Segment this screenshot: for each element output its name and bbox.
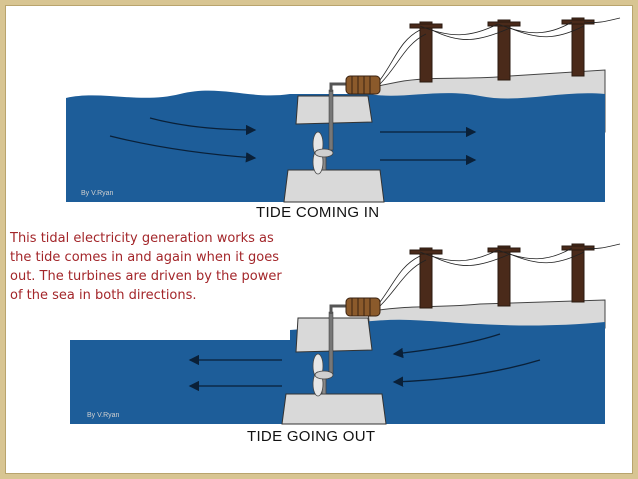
- bottom-poles: [409, 243, 595, 309]
- top-generator: [345, 75, 381, 95]
- bottom-shaft: [328, 311, 334, 375]
- description-line: the tide comes in and again when it goes: [10, 250, 280, 265]
- bottom-turbine: [312, 353, 334, 397]
- credit-bottom: By V.Ryan: [87, 412, 120, 419]
- top-flow-arrows: [109, 117, 477, 166]
- bottom-wires: [379, 243, 621, 307]
- top-sea: [66, 90, 605, 202]
- arrow: [149, 117, 257, 136]
- bottom-dam-upper: [295, 317, 373, 353]
- caption-tide-coming-in: TIDE COMING IN: [256, 204, 380, 221]
- top-dam-lower: [283, 169, 385, 203]
- bottom-flow-arrows: [188, 333, 541, 392]
- credit-top: By V.Ryan: [81, 190, 114, 197]
- top-shaft: [328, 89, 334, 151]
- description: This tidal electricity generation works …: [10, 229, 340, 305]
- description-line: out. The turbines are driven by the powe…: [10, 269, 282, 284]
- bottom-dam-lower: [281, 393, 387, 425]
- top-wires: [379, 17, 621, 85]
- top-turbine: [312, 131, 334, 175]
- description-line: of the sea in both directions.: [10, 288, 197, 303]
- top-panel: [66, 17, 621, 203]
- arrow: [109, 135, 257, 163]
- description-line: This tidal electricity generation works …: [10, 231, 274, 246]
- arrow: [392, 333, 501, 359]
- top-dam-upper: [295, 95, 373, 125]
- caption-tide-going-out: TIDE GOING OUT: [247, 428, 376, 445]
- bottom-generator: [345, 297, 381, 317]
- arrow: [392, 359, 541, 387]
- top-poles: [409, 17, 595, 83]
- bottom-sea: [70, 319, 605, 424]
- bottom-panel: [70, 243, 621, 425]
